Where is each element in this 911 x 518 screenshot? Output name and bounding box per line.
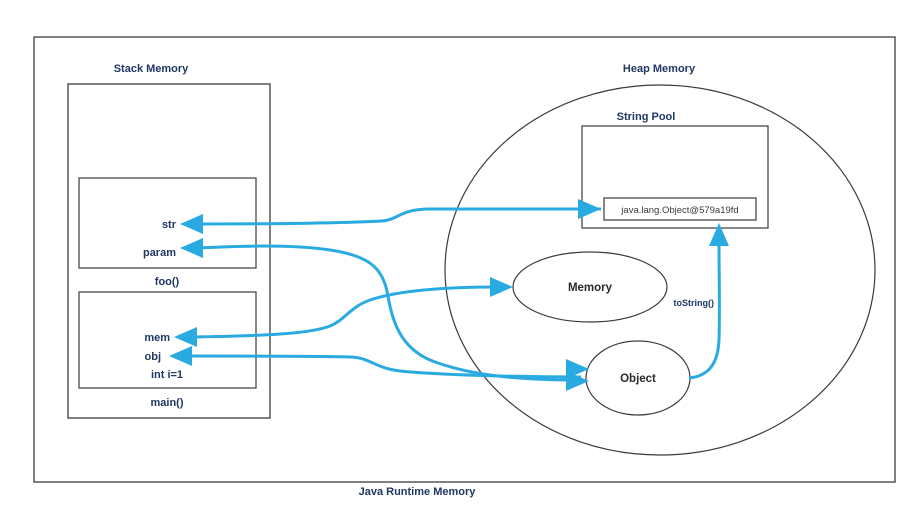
heap-object-object-label: Object — [620, 373, 656, 385]
arrow-str-to-string-pool — [195, 207, 601, 226]
stack-var-mem: mem — [144, 332, 170, 344]
arrow-mem-to-memory — [189, 285, 498, 339]
stack-var-int-i: int i=1 — [151, 369, 183, 381]
stack-var-str: str — [162, 219, 177, 231]
heap-object-memory-label: Memory — [568, 282, 613, 294]
string-pool-title: String Pool — [617, 111, 676, 123]
stack-frame-foo-label: foo() — [155, 276, 180, 288]
string-pool-entry-box — [603, 197, 757, 221]
arrow-obj-to-object-head — [169, 346, 192, 366]
arrowhead-into-object-lower — [566, 371, 589, 391]
arrow-param-to-object — [195, 244, 582, 382]
arrow-param-to-object-head — [180, 238, 203, 258]
arrow-tostring-head — [709, 223, 729, 246]
arrow-mem-to-memory-head — [174, 327, 197, 347]
string-pool-entry-value: java.lang.Object@579a19fd — [620, 205, 738, 216]
arrowhead-into-memory — [490, 277, 513, 297]
stack-memory-box — [67, 83, 271, 419]
outer-frame — [33, 36, 896, 483]
heap-memory-title: Heap Memory — [623, 63, 696, 75]
heap-memory-ellipse — [444, 84, 876, 456]
stack-frame-main-label: main() — [151, 397, 184, 409]
arrow-obj-to-object — [184, 354, 582, 379]
arrow-tostring — [688, 244, 721, 380]
diagram-caption: Java Runtime Memory — [359, 486, 477, 498]
stack-var-obj: obj — [145, 351, 162, 363]
stack-frame-main-box — [78, 291, 257, 389]
stack-var-param: param — [143, 247, 176, 259]
arrow-str-to-string-pool-head — [180, 214, 203, 234]
arrow-tostring-label: toString() — [674, 298, 715, 308]
stack-memory-title: Stack Memory — [114, 63, 189, 75]
string-pool-box — [581, 125, 769, 229]
arrowhead-into-string-pool — [578, 199, 601, 219]
